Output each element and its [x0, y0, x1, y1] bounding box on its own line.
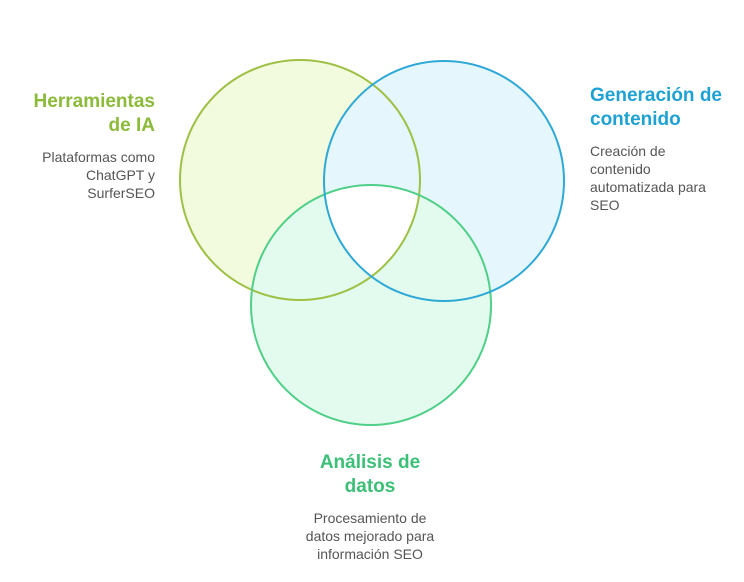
set-description-data: Procesamiento de datos mejorado para inf… [305, 510, 435, 562]
circle-tools-outline [179, 59, 421, 301]
circle-content-outline [323, 60, 565, 302]
set-description-tools: Plataformas como ChatGPT y SurferSEO [42, 149, 155, 201]
set-label-content: Generación de contenido Creación de cont… [590, 84, 740, 214]
set-label-data: Análisis de datos Procesamiento de datos… [280, 451, 460, 563]
set-title-tools: Herramientas de IA [33, 91, 155, 136]
set-title-content: Generación de contenido [590, 85, 722, 130]
set-description-content: Creación de contenido automatizada para … [590, 143, 706, 213]
circle-data-outline [250, 184, 492, 426]
circle-data-fill [251, 185, 491, 425]
set-title-data: Análisis de datos [319, 452, 421, 497]
set-label-tools: Herramientas de IA Plataformas como Chat… [0, 90, 155, 202]
